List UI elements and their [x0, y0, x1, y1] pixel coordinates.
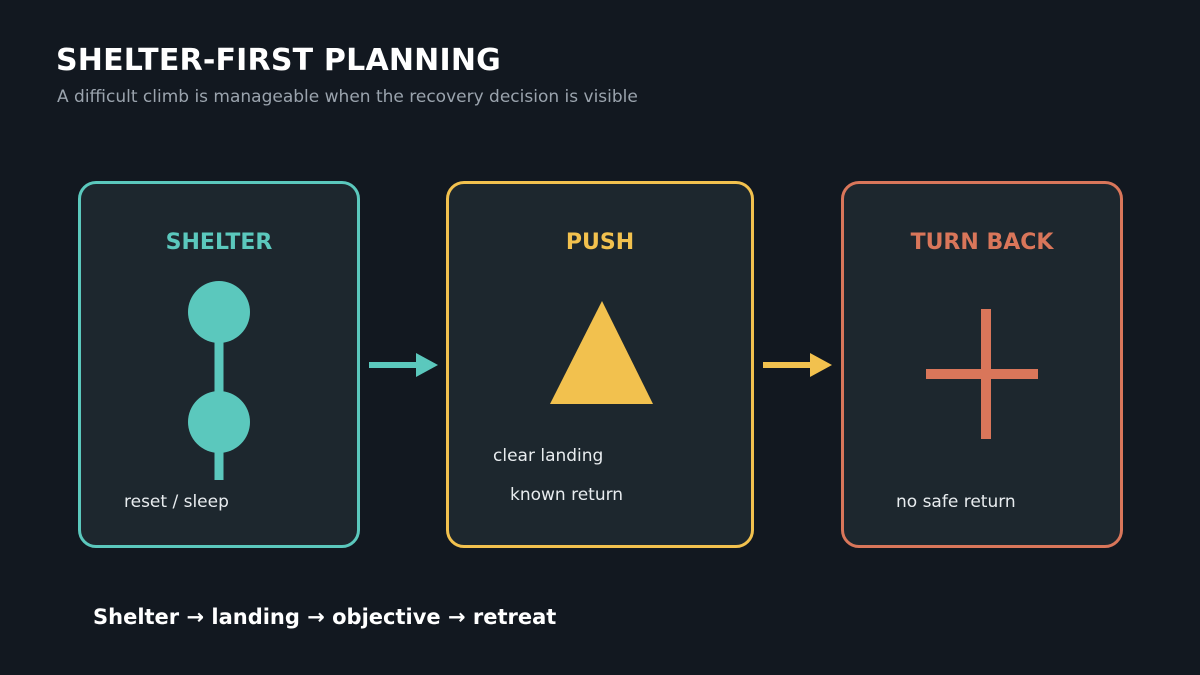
push-card: PUSH clear landing known return	[446, 181, 754, 548]
push-note-landing: clear landing	[493, 446, 604, 466]
arrow-right-icon	[369, 353, 438, 377]
shelter-note: reset / sleep	[124, 492, 229, 512]
triangle-icon	[550, 301, 653, 404]
turn-back-card: TURN BACK no safe return	[841, 181, 1123, 548]
shelter-card: SHELTER reset / sleep	[78, 181, 360, 548]
flow-summary: Shelter → landing → objective → retreat	[93, 605, 557, 629]
arrow-right-icon	[763, 353, 832, 377]
turn-back-note: no safe return	[896, 492, 1016, 512]
page-subtitle: A difficult climb is manageable when the…	[57, 87, 638, 107]
cross-icon	[926, 309, 1038, 439]
page-title: SHELTER-FIRST PLANNING	[56, 43, 501, 78]
push-note-return: known return	[510, 485, 624, 505]
turn-back-card-title: TURN BACK	[910, 230, 1054, 255]
push-card-title: PUSH	[565, 230, 635, 255]
shelter-card-title: SHELTER	[165, 230, 273, 255]
stacked-circles-icon	[188, 281, 250, 480]
